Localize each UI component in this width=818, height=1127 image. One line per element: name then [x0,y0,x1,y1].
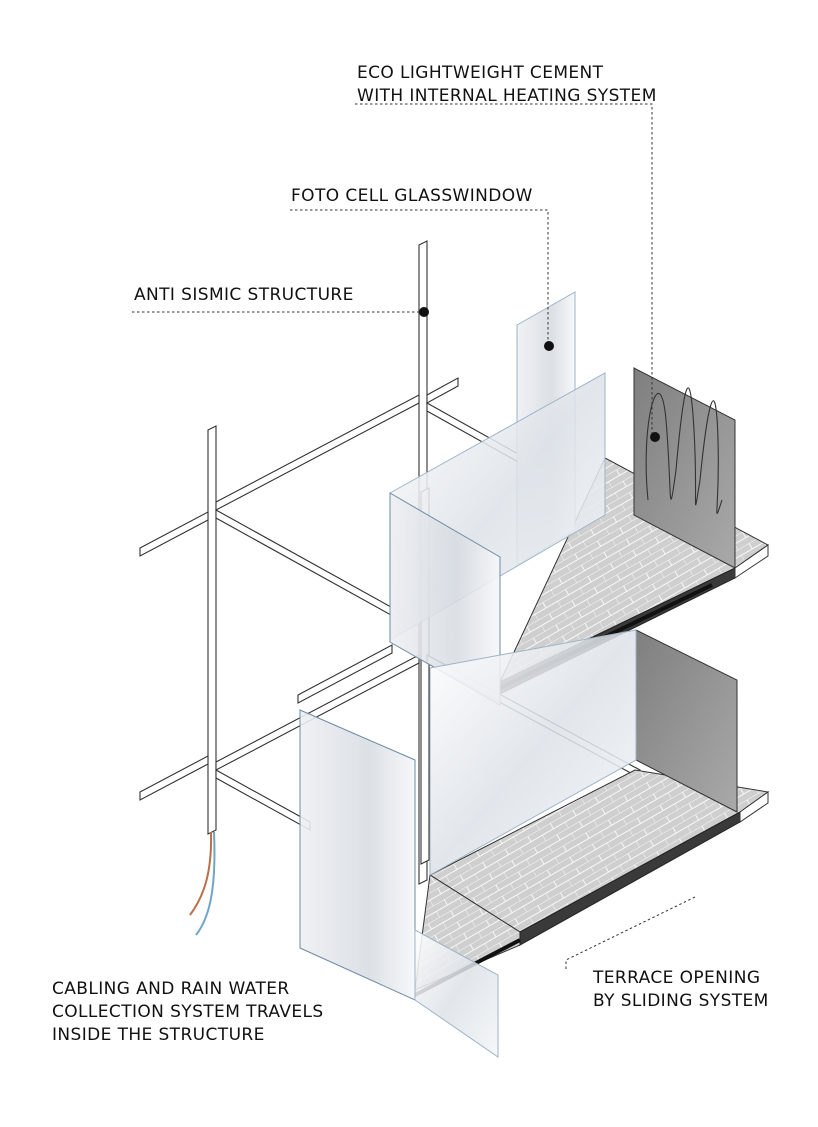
leader-foto-cell [290,209,549,346]
sliding-glass [414,929,499,1058]
leader-terrace [565,896,696,970]
frame-beam-lower-left-long [139,755,209,801]
label-anti-sismic-line1: ANTI SISMIC STRUCTURE [134,285,354,305]
label-eco-cement: ECO LIGHTWEIGHT CEMENT WITH INTERNAL HEA… [357,62,657,108]
frame-beam-upper-left [215,394,420,511]
dot-foto-cell [544,341,554,351]
label-cabling: CABLING AND RAIN WATER COLLECTION SYSTEM… [52,978,324,1047]
dot-eco-cement [650,432,660,442]
label-anti-sismic: ANTI SISMIC STRUCTURE [134,284,354,307]
frame-beam-upper-left-long [139,511,209,557]
cement-panels [633,367,738,813]
label-eco-cement-line1: ECO LIGHTWEIGHT CEMENT [357,63,604,83]
heating-coil [645,387,723,514]
frame-beam-mid-depth [215,509,401,621]
label-terrace-line2: BY SLIDING SYSTEM [593,991,769,1011]
glass-panels [299,291,637,1058]
leaders [132,103,696,970]
label-eco-cement-line2: WITH INTERNAL HEATING SYSTEM [357,86,657,106]
frame-beam-lower-depth [215,769,311,831]
leader-eco-cement [355,103,653,437]
label-cabling-line3: INSIDE THE STRUCTURE [52,1025,265,1045]
label-terrace-line1: TERRACE OPENING [593,968,761,988]
lower-glass-back [429,629,637,876]
lower-floor-side [739,791,769,823]
frame-column-left [207,425,217,835]
label-foto-cell: FOTO CELL GLASSWINDOW [291,185,533,208]
dot-anti-sismic [419,307,429,317]
frame-beam-upper-right [426,377,459,404]
cement-panel-upper [633,367,736,569]
cable-copper-icon [189,831,213,916]
leader-dots [419,307,660,442]
label-foto-cell-line1: FOTO CELL GLASSWINDOW [291,186,533,206]
frame-beam-lower-right [297,644,393,704]
label-cabling-line1: CABLING AND RAIN WATER [52,979,290,999]
cable-blue-icon [195,831,216,936]
upper-floor-side [734,544,769,579]
label-cabling-line2: COLLECTION SYSTEM TRAVELS [52,1002,324,1022]
cables [189,831,216,936]
frame-beam-lower-left [215,654,420,771]
label-terrace: TERRACE OPENING BY SLIDING SYSTEM [593,967,769,1013]
lower-glass-front [299,709,416,1001]
